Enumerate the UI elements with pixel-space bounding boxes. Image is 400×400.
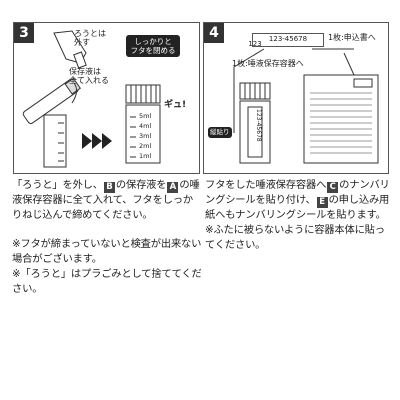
closed-tube <box>125 84 161 164</box>
funnel-label: ろうとは 外す <box>74 29 106 47</box>
step-4-drawing <box>233 48 379 164</box>
label-box-a: A <box>167 182 179 193</box>
liquid-label: 保存液は 全て入れる <box>69 67 109 85</box>
numbering-sticker-sheet: 123-45678 <box>252 33 324 47</box>
squeeze-label: ギュ! <box>164 100 187 110</box>
saliva-vial <box>43 114 67 168</box>
scale-mark-3: 3ml <box>139 132 152 140</box>
step-3-illustration: 3 <box>13 22 200 174</box>
container-sticker-number: 123-45678 <box>255 109 262 142</box>
sticker-to-container-label: 1枚:唾液保存容器へ <box>232 59 304 68</box>
vertical-sticker-label: 縦貼り <box>208 127 232 138</box>
step-number: 4 <box>204 23 224 43</box>
close-lid-bubble: しっかりと フタを閉める <box>126 35 180 57</box>
scale-mark-1: 1ml <box>139 152 152 160</box>
saliva-container <box>239 82 271 164</box>
label-box-c: C <box>327 182 339 193</box>
step-3-note-2: ※「ろうと」はプラごみとして捨ててください。 <box>12 268 202 295</box>
step-3-drawing <box>22 30 161 168</box>
pour-line <box>71 82 78 104</box>
step-3-note-1: ※フタが締まっていないと検査が出来ない場合がございます。 <box>12 238 202 265</box>
step-4-illustration: 4 <box>203 22 389 174</box>
scale-mark-4: 4ml <box>139 122 152 130</box>
scale-mark-5: 5ml <box>139 112 152 120</box>
scale-mark-2: 2ml <box>139 142 152 150</box>
step-number: 3 <box>14 23 34 43</box>
label-box-e: E <box>316 197 328 208</box>
label-box-b: B <box>103 182 115 193</box>
step-4-note: ※ふたに被らないように容器本体に貼ってください。 <box>205 224 385 251</box>
sticker-to-form-label: 1枚:申込書へ <box>328 33 376 42</box>
application-form <box>303 74 379 164</box>
arrow-icons <box>82 133 112 149</box>
sticker-prefix: 123 <box>248 40 262 48</box>
funnel-icon <box>53 30 87 69</box>
